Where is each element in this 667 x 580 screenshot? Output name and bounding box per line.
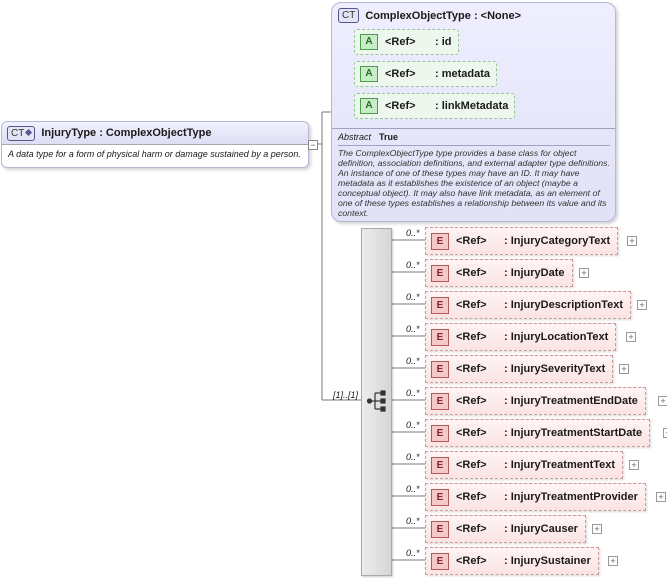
element-ref: <Ref>	[456, 331, 487, 343]
element-row[interactable]: E <Ref> : InjuryDate	[425, 259, 573, 287]
complex-type-icon: CT	[338, 8, 360, 23]
sequence-icon	[367, 390, 386, 412]
element-ref: <Ref>	[456, 363, 487, 375]
element-ref: <Ref>	[456, 491, 487, 503]
injury-type-header: CT InjuryType : ComplexObjectType	[2, 122, 308, 145]
element-cardinality: 0..*	[406, 516, 420, 526]
element-name: : InjuryLocationText	[504, 331, 609, 343]
element-name: : InjurySeverityText	[504, 363, 606, 375]
expand-toggle[interactable]: +	[637, 300, 647, 310]
element-row[interactable]: E <Ref> : InjuryCauser	[425, 515, 586, 543]
element-name: : InjurySustainer	[504, 555, 591, 567]
element-row[interactable]: E <Ref> : InjuryTreatmentEndDate	[425, 387, 646, 415]
attribute-metadata[interactable]: A <Ref> : metadata	[354, 61, 498, 87]
expand-toggle[interactable]: +	[608, 556, 618, 566]
element-name: : InjuryTreatmentEndDate	[504, 395, 638, 407]
element-name: : InjuryTreatmentStartDate	[504, 427, 643, 439]
element-name: : InjuryTreatmentProvider	[504, 491, 638, 503]
injury-type-title: InjuryType : ComplexObjectType	[41, 127, 212, 139]
element-ref: <Ref>	[456, 523, 487, 535]
expand-toggle[interactable]: +	[629, 460, 639, 470]
element-cardinality: 0..*	[406, 484, 420, 494]
complex-object-type-node[interactable]: CT ComplexObjectType : <None> A <Ref> : …	[331, 2, 616, 222]
attribute-name: : linkMetadata	[435, 100, 509, 112]
element-icon: E	[431, 232, 449, 250]
element-row[interactable]: E <Ref> : InjuryDescriptionText	[425, 291, 631, 319]
attribute-ref: <Ref>	[385, 68, 416, 80]
abstract-label: Abstract	[338, 132, 372, 142]
element-ref: <Ref>	[456, 555, 487, 567]
element-icon: E	[431, 392, 449, 410]
complex-type-icon: CT	[7, 125, 36, 141]
element-name: : InjuryCauser	[504, 523, 578, 535]
element-cardinality: 0..*	[406, 548, 420, 558]
attribute-link-metadata[interactable]: A <Ref> : linkMetadata	[354, 93, 516, 119]
element-name: : InjuryTreatmentText	[504, 459, 616, 471]
sequence-compositor[interactable]	[361, 228, 392, 576]
expand-toggle[interactable]: +	[658, 396, 667, 406]
expand-toggle[interactable]: +	[663, 428, 667, 438]
element-icon: E	[431, 360, 449, 378]
complex-object-type-description: The ComplexObjectType type provides a ba…	[338, 145, 610, 218]
expand-toggle[interactable]: +	[627, 236, 637, 246]
attribute-icon: A	[360, 98, 378, 114]
element-name: : InjuryCategoryText	[504, 235, 611, 247]
element-icon: E	[431, 296, 449, 314]
element-cardinality: 0..*	[406, 260, 420, 270]
element-row[interactable]: E <Ref> : InjuryTreatmentText	[425, 451, 624, 479]
expand-toggle[interactable]: +	[656, 492, 666, 502]
element-name: : InjuryDate	[504, 267, 565, 279]
expand-toggle[interactable]: +	[619, 364, 629, 374]
attribute-icon: A	[360, 66, 378, 82]
element-ref: <Ref>	[456, 427, 487, 439]
element-icon: E	[431, 424, 449, 442]
element-icon: E	[431, 328, 449, 346]
attribute-id[interactable]: A <Ref> : id	[354, 29, 459, 55]
element-icon: E	[431, 456, 449, 474]
element-cardinality: 0..*	[406, 324, 420, 334]
element-cardinality: 0..*	[406, 388, 420, 398]
element-row[interactable]: E <Ref> : InjuryLocationText	[425, 323, 617, 351]
expand-toggle[interactable]: +	[592, 524, 602, 534]
complex-object-type-title: ComplexObjectType : <None>	[365, 9, 522, 22]
expand-toggle[interactable]: +	[579, 268, 589, 278]
element-ref: <Ref>	[456, 267, 487, 279]
attribute-ref: <Ref>	[385, 36, 416, 48]
collapse-toggle[interactable]: −	[308, 140, 318, 150]
element-ref: <Ref>	[456, 459, 487, 471]
element-cardinality: 0..*	[406, 452, 420, 462]
element-row[interactable]: E <Ref> : InjuryCategoryText	[425, 227, 619, 255]
element-row[interactable]: E <Ref> : InjuryTreatmentStartDate	[425, 419, 651, 447]
element-row[interactable]: E <Ref> : InjurySustainer	[425, 547, 599, 575]
abstract-value: True	[379, 132, 399, 142]
element-row[interactable]: E <Ref> : InjuryTreatmentProvider	[425, 483, 646, 511]
element-icon: E	[431, 520, 449, 538]
expand-toggle[interactable]: +	[626, 332, 636, 342]
element-icon: E	[431, 552, 449, 570]
element-icon: E	[431, 488, 449, 506]
element-cardinality: 0..*	[406, 292, 420, 302]
attribute-ref: <Ref>	[385, 100, 416, 112]
abstract-property: Abstract True	[332, 128, 615, 145]
element-cardinality: 0..*	[406, 420, 420, 430]
element-ref: <Ref>	[456, 235, 487, 247]
element-ref: <Ref>	[456, 299, 487, 311]
element-row[interactable]: E <Ref> : InjurySeverityText	[425, 355, 614, 383]
attribute-name: : metadata	[435, 68, 491, 80]
element-icon: E	[431, 264, 449, 282]
element-name: : InjuryDescriptionText	[504, 299, 623, 311]
sequence-cardinality: [1]..[1]	[333, 390, 359, 400]
attribute-name: : id	[435, 36, 452, 48]
injury-type-description: A data type for a form of physical harm …	[8, 149, 301, 159]
element-ref: <Ref>	[456, 395, 487, 407]
attribute-icon: A	[360, 34, 378, 50]
element-cardinality: 0..*	[406, 228, 420, 238]
element-cardinality: 0..*	[406, 356, 420, 366]
injury-type-node[interactable]: CT InjuryType : ComplexObjectType A data…	[1, 121, 309, 168]
